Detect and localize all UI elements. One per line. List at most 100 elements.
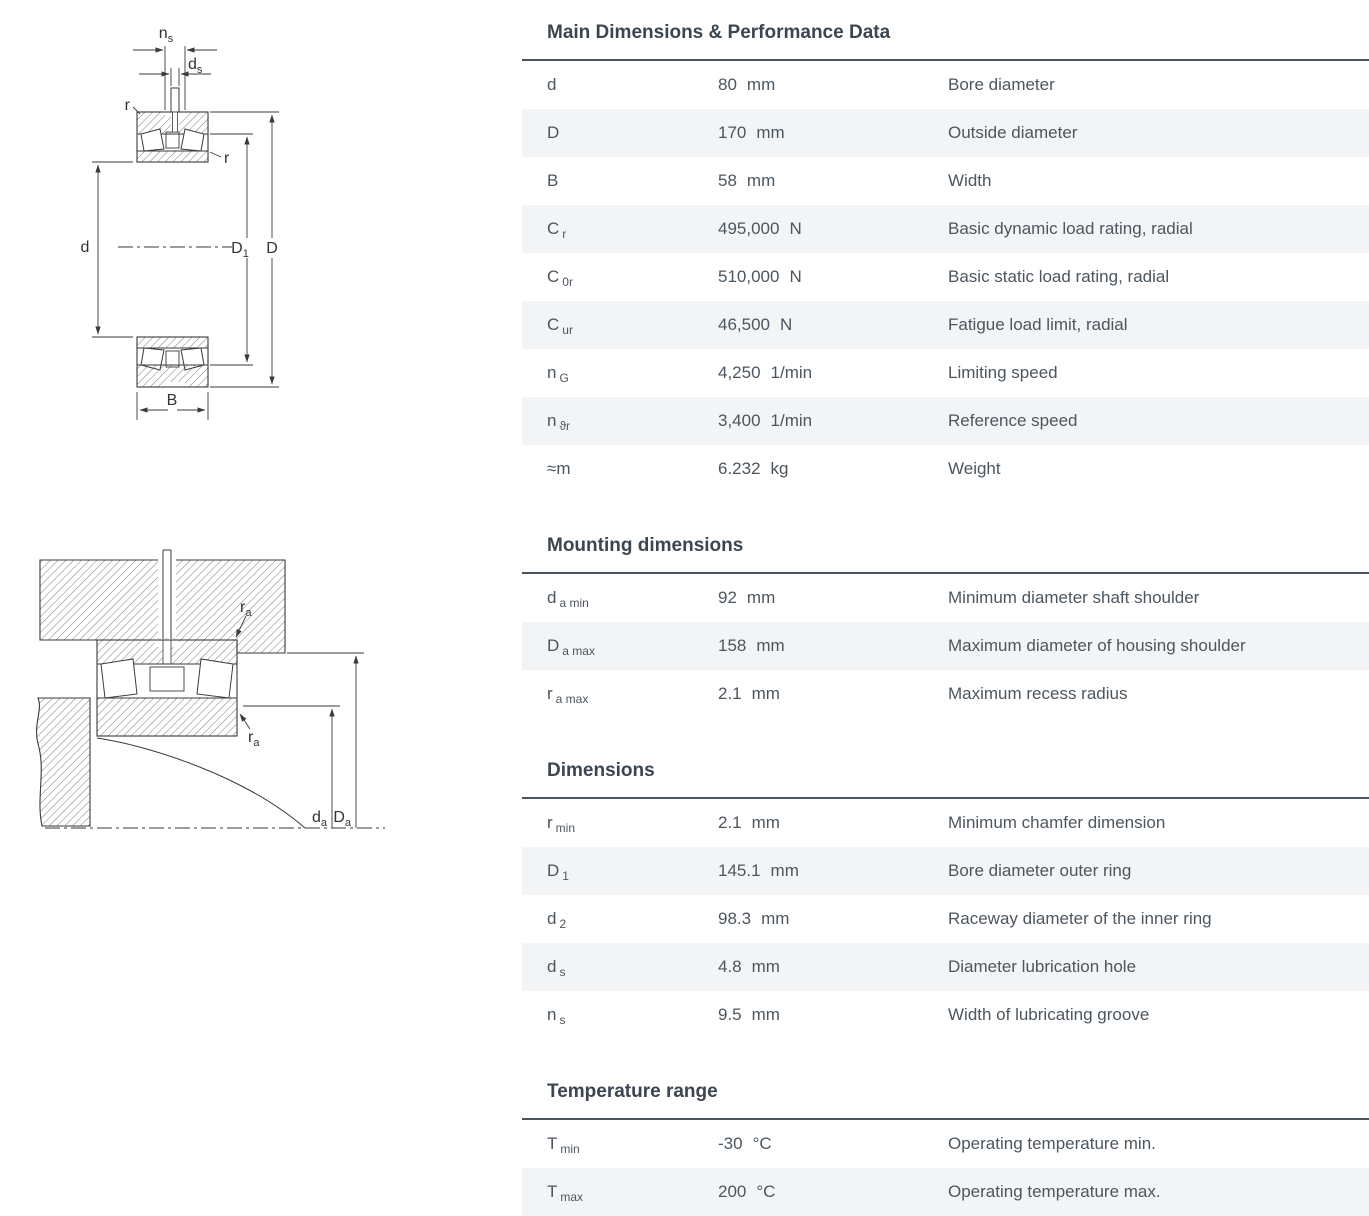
row-symbol-subscript: s	[559, 1013, 566, 1027]
dim-label-D1: D1	[231, 240, 249, 260]
row-unit: mm	[770, 861, 799, 880]
row-description: Basic static load rating, radial	[948, 267, 1170, 286]
row-symbol-subscript: r	[562, 227, 567, 241]
row-unit: mm	[756, 123, 785, 142]
row-unit: N	[789, 267, 802, 286]
dimension-da	[243, 705, 340, 828]
row-description: Fatigue load limit, radial	[948, 315, 1128, 334]
row-symbol: ≈m	[547, 459, 571, 478]
row-symbol-subscript: ur	[562, 323, 573, 337]
row-symbol-subscript: a max	[562, 644, 595, 658]
row-symbol: B	[547, 171, 559, 190]
row-symbol-subscript: min	[555, 821, 576, 835]
bearing-section	[96, 639, 238, 737]
row-description: Maximum recess radius	[948, 684, 1128, 703]
housing-section	[39, 549, 286, 654]
row-description: Minimum diameter shaft shoulder	[948, 588, 1200, 607]
row-unit: mm	[761, 909, 790, 928]
row-description: Operating temperature min.	[948, 1134, 1156, 1153]
row-symbol: D	[547, 123, 560, 142]
row-symbol-subscript: 1	[562, 869, 569, 883]
row-description: Width	[948, 171, 992, 190]
row-unit: mm	[751, 957, 780, 976]
dimension-ds	[139, 68, 211, 86]
row-description: Width of lubricating groove	[948, 1005, 1150, 1024]
bearing-bottom-half	[136, 336, 209, 388]
row-description: Reference speed	[948, 411, 1078, 430]
row-symbol-subscript: min	[560, 1142, 580, 1156]
row-unit: °C	[756, 1182, 776, 1201]
section-title-mounting: Mounting dimensions	[547, 535, 744, 556]
row-unit: 1/min	[770, 363, 813, 382]
row-symbol-subscript: 2	[559, 917, 567, 931]
dim-label-r-inner: r	[224, 150, 230, 167]
row-unit: N	[780, 315, 793, 334]
leader-ra-top	[235, 615, 247, 638]
bearing-top-half	[136, 87, 209, 163]
section-title-dimensions: Dimensions	[547, 760, 655, 781]
dim-label-d: d	[81, 239, 90, 256]
leader-r-top	[132, 106, 141, 115]
section-title-temperature: Temperature range	[547, 1081, 718, 1102]
row-unit: N	[789, 219, 802, 238]
dim-label-D: D	[266, 240, 278, 257]
bearing-mounting-drawing: ra ra da Da	[36, 549, 385, 829]
dimension-ns	[133, 46, 217, 110]
dim-label-da: da	[312, 809, 328, 829]
technical-drawings-pane: ns ds r r d D1	[0, 0, 522, 1208]
row-symbol-subscript: G	[559, 371, 569, 385]
dimension-Da	[287, 652, 364, 828]
dim-label-ds: ds	[188, 56, 203, 76]
row-description: Operating temperature max.	[948, 1182, 1161, 1201]
row-symbol-subscript: a max	[555, 692, 589, 706]
row-description: Diameter lubrication hole	[948, 957, 1137, 976]
leader-ra-bottom	[239, 713, 251, 730]
shaft-fillet-curve	[96, 737, 306, 829]
row-symbol-subscript: a min	[559, 596, 589, 610]
row-unit: kg	[770, 459, 789, 478]
row-unit: mm	[751, 1005, 780, 1024]
leader-r-inner	[209, 151, 222, 158]
row-description: Bore diameter outer ring	[948, 861, 1132, 880]
row-unit: °C	[752, 1134, 772, 1153]
